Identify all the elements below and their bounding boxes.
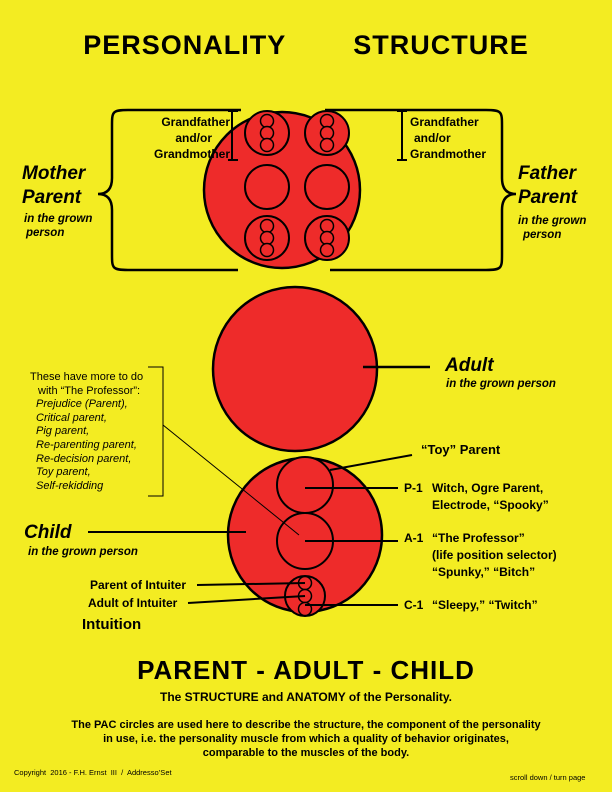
father-gp-line1: Grandfather xyxy=(410,115,479,129)
father-gp-line3: Grandmother xyxy=(410,147,487,161)
professor-note: These have more to do with “The Professo… xyxy=(30,371,143,493)
father-grandparents: Grandfather and/or Grandmother xyxy=(410,114,486,162)
c1-code: C-1 xyxy=(404,598,424,612)
professor-note-list: Prejudice (Parent), Critical parent, Pig… xyxy=(30,398,143,493)
description-line1: The PAC circles are used here to describ… xyxy=(71,719,541,731)
mother-gp-line3: Grandmother xyxy=(153,147,230,161)
parent-of-intuiter-label: Parent of Intuiter xyxy=(90,578,187,592)
mother-label: Mother Parent xyxy=(22,162,85,210)
father-label-line2: Parent xyxy=(518,187,578,208)
father-label: Father Parent xyxy=(518,162,577,210)
child-parent-circle xyxy=(276,456,334,514)
father-grand-circle xyxy=(319,218,335,234)
father-grand-circle xyxy=(319,242,335,258)
professor-note-item: Critical parent, xyxy=(36,411,107,424)
mother-parent-circle xyxy=(244,164,290,210)
subtitle: The STRUCTURE and ANATOMY of the Persona… xyxy=(159,690,453,704)
child-sub: in the grown person xyxy=(28,546,138,558)
father-grand-circle xyxy=(319,113,335,129)
professor-note-item: Pig parent, xyxy=(36,425,90,438)
father-label-line1: Father xyxy=(518,163,577,184)
a1-text: “The Professor” (life position selector)… xyxy=(432,530,557,581)
father-sub: in the grown person xyxy=(518,214,586,242)
father-grand-circle xyxy=(319,230,335,246)
p1-text-line2: Electrode, “Spooky” xyxy=(432,498,549,512)
scroll-hint: scroll down / turn page xyxy=(510,773,586,782)
father-grand-circle xyxy=(319,137,335,153)
mother-grand-circle xyxy=(259,113,275,129)
mother-grandparents: Grandfather and/or Grandmother xyxy=(118,114,230,162)
mother-sub: in the grown person xyxy=(24,212,92,240)
p1-text: Witch, Ogre Parent, Electrode, “Spooky” xyxy=(432,480,549,514)
a1-text-line2: (life position selector) xyxy=(432,548,557,562)
pac-title: PARENT - ADULT - CHILD xyxy=(137,655,475,685)
mother-grand-circle xyxy=(259,242,275,258)
description: The PAC circles are used here to describ… xyxy=(60,718,552,760)
professor-note-item: Prejudice (Parent), xyxy=(36,398,128,411)
father-grand-circle xyxy=(319,125,335,141)
p1-code: P-1 xyxy=(404,481,423,495)
mother-grand-circle xyxy=(259,230,275,246)
mother-gp-line2: and/or xyxy=(175,131,212,145)
adult-circle xyxy=(211,285,379,453)
father-gp-line2: and/or xyxy=(414,131,451,145)
a1-text-line3: “Spunky,” “Bitch” xyxy=(432,565,536,579)
father-grand-bracket xyxy=(397,110,407,161)
parent-of-intuiter-line xyxy=(196,582,306,586)
mother-sub-line1: in the grown xyxy=(24,213,93,225)
father-parent-circle xyxy=(304,164,350,210)
adult-sub: in the grown person xyxy=(446,378,556,390)
professor-note-head1: These have more to do xyxy=(30,371,144,383)
father-brace xyxy=(330,108,517,272)
intuition-label: Intuition xyxy=(82,616,142,633)
c1-text: “Sleepy,” “Twitch” xyxy=(432,598,538,612)
mother-label-line2: Parent xyxy=(22,187,82,208)
adult-of-intuiter-line xyxy=(187,595,306,604)
professor-note-item: Re-decision parent, xyxy=(36,452,132,465)
mother-grand-circle xyxy=(259,218,275,234)
description-line2: in use, i.e. the personality muscle from… xyxy=(103,733,509,745)
professor-note-item: Toy parent, xyxy=(36,466,91,479)
copyright: Copyright 2016 - F.H. Ernst III / Addres… xyxy=(14,768,172,777)
toy-parent-line xyxy=(329,454,413,471)
professor-note-bracket xyxy=(148,366,164,497)
a1-text-line1: “The Professor” xyxy=(432,531,525,545)
mother-gp-line1: Grandfather xyxy=(161,115,230,129)
adult-label: Adult xyxy=(445,355,494,376)
page-title: PERSONALITY STRUCTURE xyxy=(83,30,529,60)
description-line3: comparable to the muscles of the body. xyxy=(202,747,410,759)
child-label: Child xyxy=(24,522,72,543)
mother-grand-circle xyxy=(259,125,275,141)
a1-code: A-1 xyxy=(404,531,424,545)
mother-brace xyxy=(97,108,238,272)
mother-sub-line2: person xyxy=(26,227,65,239)
father-sub-line1: in the grown xyxy=(518,215,587,227)
mother-label-line1: Mother xyxy=(22,163,86,184)
toy-parent-label: “Toy” Parent xyxy=(421,442,501,457)
professor-note-item: Re-parenting parent, xyxy=(36,438,137,451)
p1-text-line1: Witch, Ogre Parent, xyxy=(432,481,544,495)
professor-note-head2: with “The Professor”: xyxy=(38,384,141,397)
father-sub-line2: person xyxy=(523,229,562,241)
adult-of-intuiter-label: Adult of Intuiter xyxy=(88,596,178,610)
mother-grand-circle xyxy=(259,137,275,153)
professor-note-line xyxy=(162,424,300,536)
mother-grand-bracket xyxy=(228,110,238,161)
professor-note-item: Self-rekidding xyxy=(36,479,104,492)
